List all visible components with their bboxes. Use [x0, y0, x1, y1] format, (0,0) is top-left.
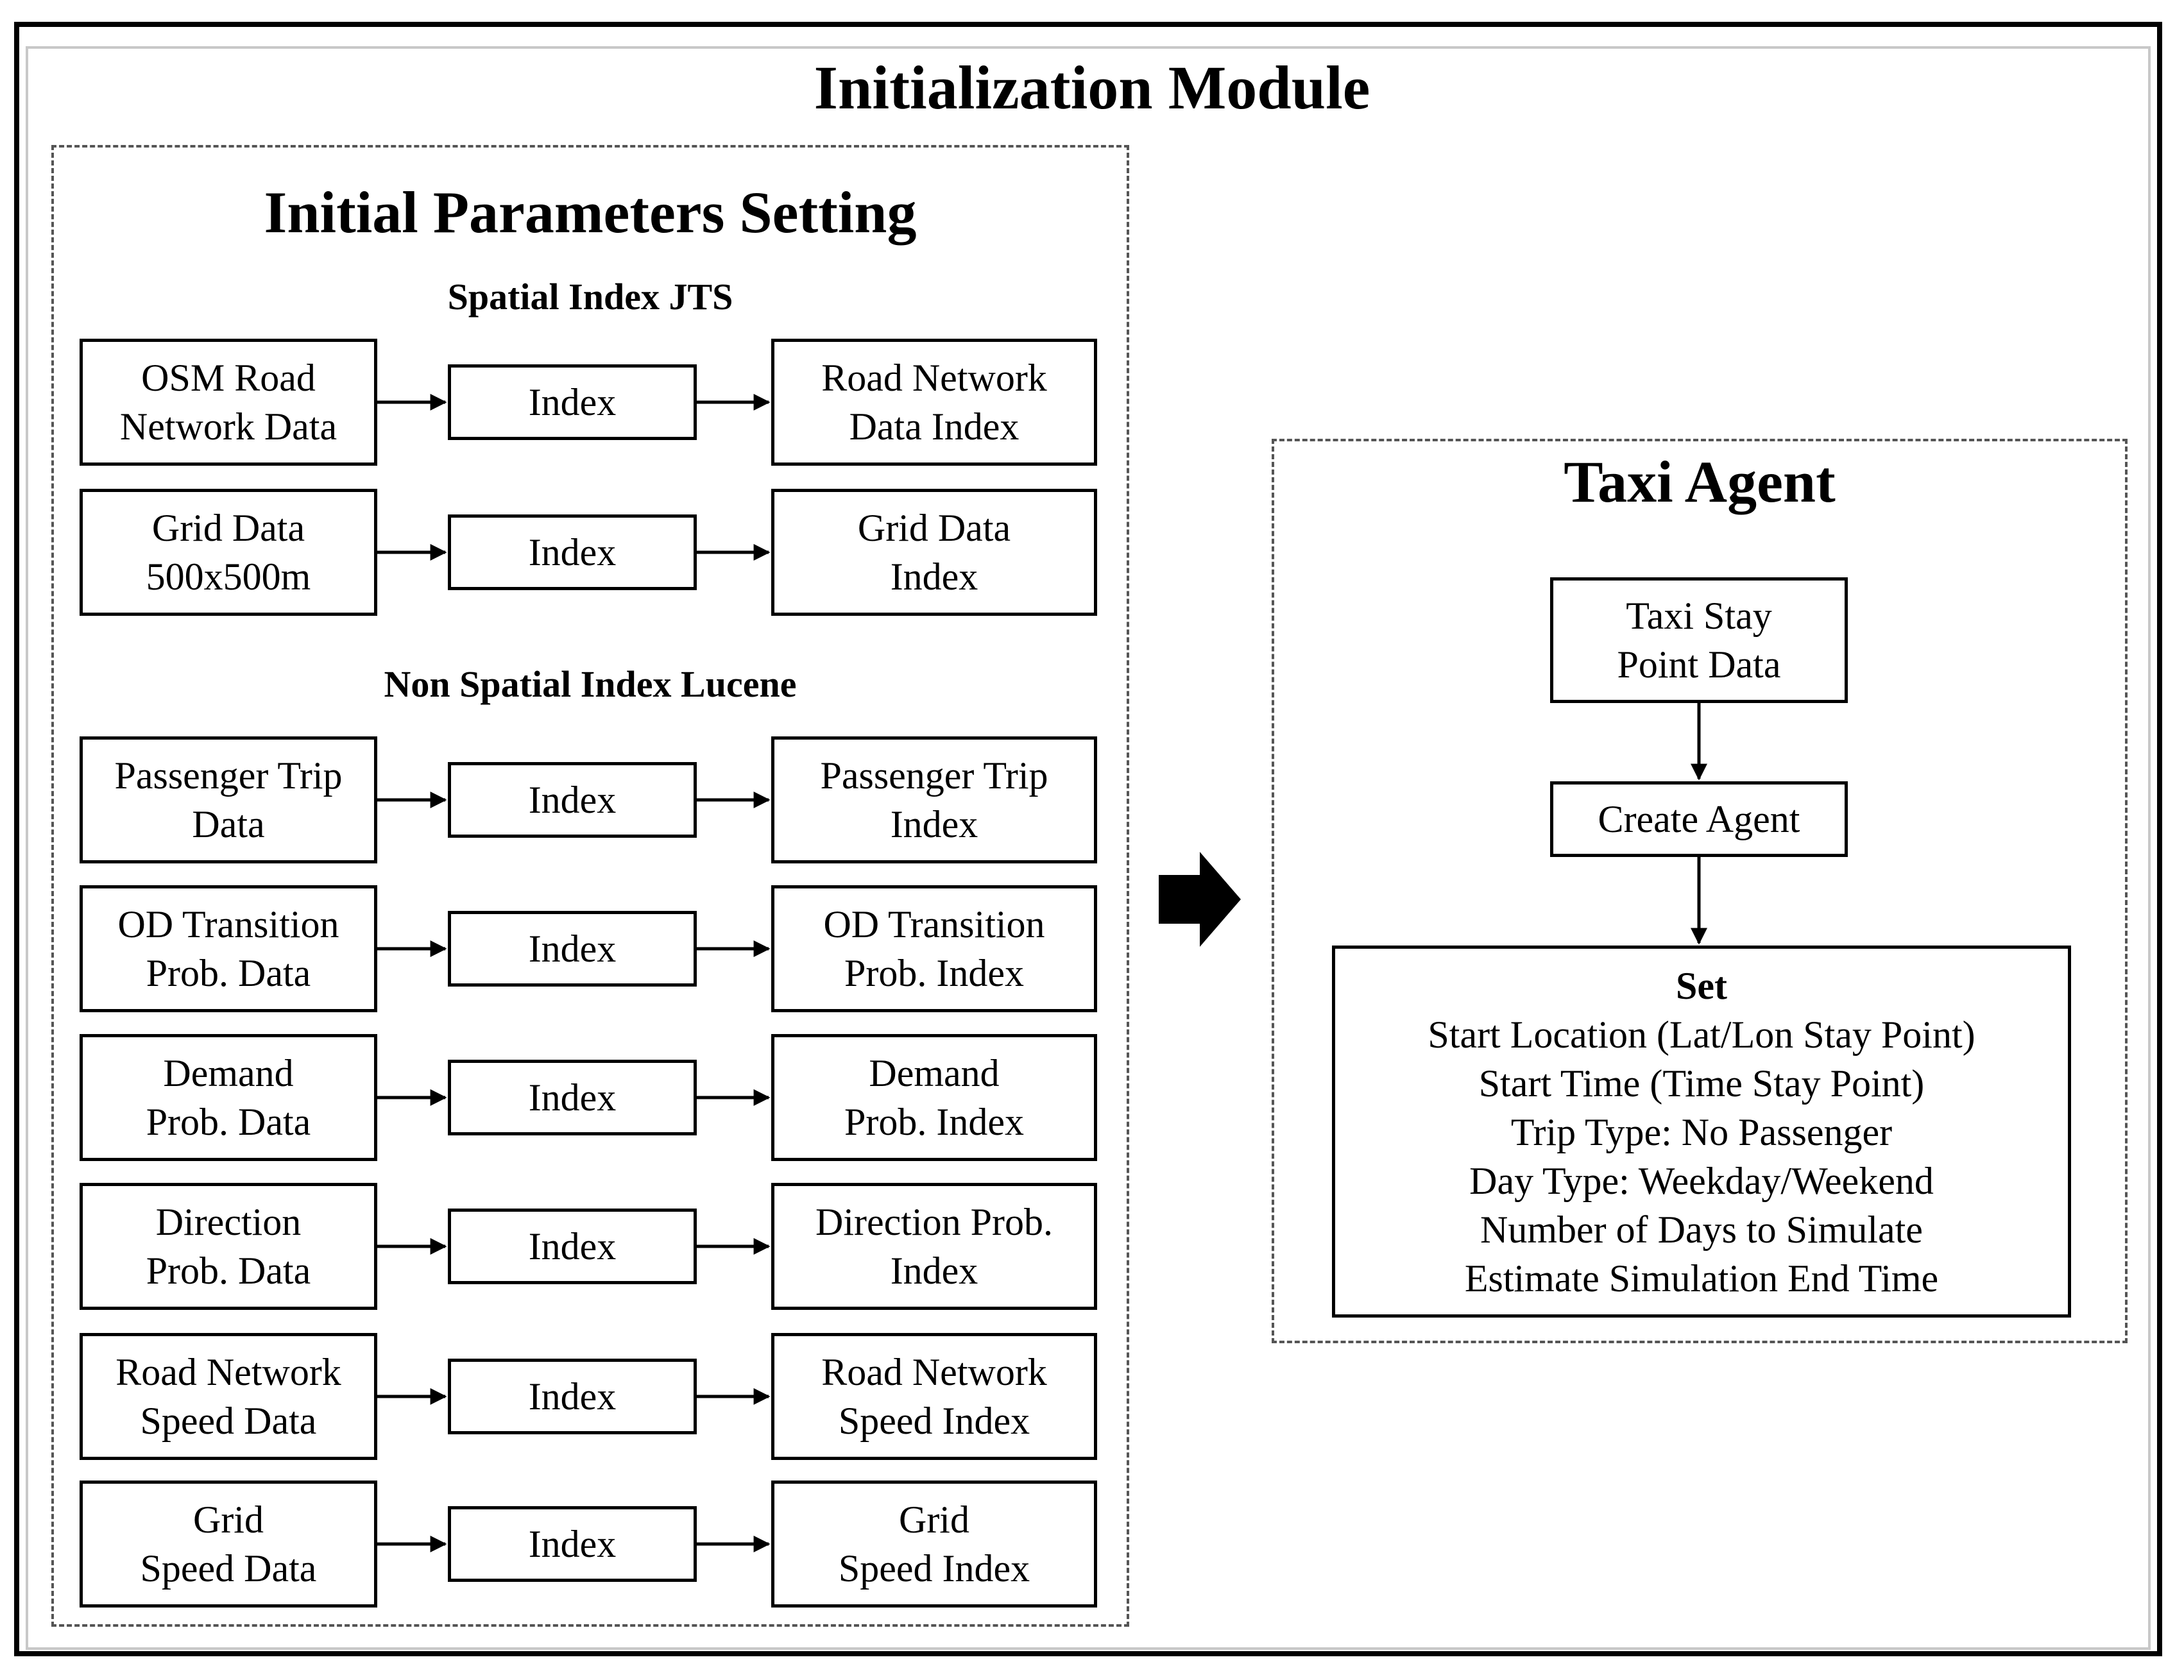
set-line-number-of-days: Number of Days to Simulate	[1480, 1209, 1923, 1251]
target-index-box: Demand Prob. Index	[771, 1034, 1097, 1161]
index-process-box: Index	[448, 1060, 697, 1135]
non-spatial-index-section-title: Non Spatial Index Lucene	[384, 663, 797, 705]
index-process-box: Index	[448, 514, 697, 590]
index-process-box: Index	[448, 1359, 697, 1434]
source-data-box: Grid Data 500x500m	[80, 489, 377, 616]
target-index-box: Direction Prob. Index	[771, 1183, 1097, 1310]
source-data-box: Demand Prob. Data	[80, 1034, 377, 1161]
target-index-box: Grid Speed Index	[771, 1481, 1097, 1608]
inner-frame	[26, 46, 2151, 1650]
index-process-box: Index	[448, 911, 697, 987]
target-index-box: Passenger Trip Index	[771, 736, 1097, 863]
set-line-end-time: Estimate Simulation End Time	[1464, 1257, 1939, 1300]
taxi-agent-title: Taxi Agent	[1564, 449, 1836, 514]
taxi-agent-panel	[1272, 439, 2128, 1343]
target-index-box: Grid Data Index	[771, 489, 1097, 616]
source-data-box: Passenger Trip Data	[80, 736, 377, 863]
flow-arrow-icon	[1159, 852, 1241, 947]
source-data-box: Road Network Speed Data	[80, 1333, 377, 1460]
set-line-trip-type: Trip Type: No Passenger	[1510, 1111, 1893, 1153]
taxi-stay-point-data-box: Taxi Stay Point Data	[1550, 577, 1848, 703]
source-data-box: Direction Prob. Data	[80, 1183, 377, 1310]
target-index-box: Road Network Speed Index	[771, 1333, 1097, 1460]
set-line-day-type: Day Type: Weekday/Weekend	[1469, 1160, 1934, 1202]
index-process-box: Index	[448, 1506, 697, 1582]
set-parameters-box: Set Start Location (Lat/Lon Stay Point) …	[1332, 946, 2071, 1318]
source-data-box: OD Transition Prob. Data	[80, 885, 377, 1012]
index-process-box: Index	[448, 1209, 697, 1284]
source-data-box: OSM Road Network Data	[80, 339, 377, 466]
outer-frame	[14, 22, 2162, 1656]
module-title: Initialization Module	[814, 53, 1370, 122]
source-data-box: Grid Speed Data	[80, 1481, 377, 1608]
index-process-box: Index	[448, 364, 697, 440]
row-arrows	[377, 394, 771, 1552]
target-index-box: Road Network Data Index	[771, 339, 1097, 466]
target-index-box: OD Transition Prob. Index	[771, 885, 1097, 1012]
index-process-box: Index	[448, 762, 697, 838]
set-line-start-location: Start Location (Lat/Lon Stay Point)	[1428, 1014, 1975, 1056]
spatial-index-section-title: Spatial Index JTS	[447, 276, 733, 318]
create-agent-box: Create Agent	[1550, 781, 1848, 857]
initial-parameters-title: Initial Parameters Setting	[264, 180, 917, 245]
initial-parameters-panel	[51, 145, 1129, 1627]
set-heading: Set	[1676, 965, 1727, 1007]
set-line-start-time: Start Time (Time Stay Point)	[1478, 1062, 1925, 1105]
